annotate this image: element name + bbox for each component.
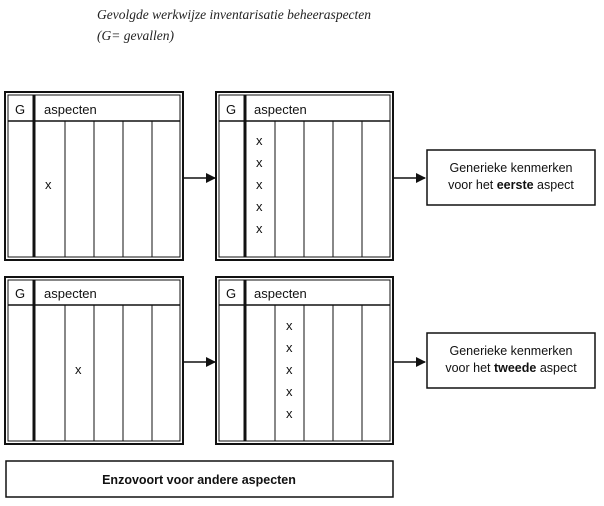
result-box-first-aspect: Generieke kenmerken voor het eerste aspe…	[426, 149, 596, 206]
cases-header: G	[15, 286, 25, 301]
case-mark: x	[256, 199, 263, 214]
matrix-row2-single: G aspecten x	[4, 276, 184, 445]
aspects-header: aspecten	[254, 286, 307, 301]
case-mark: x	[75, 362, 82, 377]
aspects-header: aspecten	[44, 102, 97, 117]
aspects-header: aspecten	[254, 102, 307, 117]
result-line1: Generieke kenmerken	[450, 161, 573, 175]
result-box-second-aspect: Generieke kenmerken voor het tweede aspe…	[426, 332, 596, 389]
case-mark: x	[286, 318, 293, 333]
case-mark: x	[256, 133, 263, 148]
result-line2: voor het eerste aspect	[448, 178, 574, 192]
case-mark: x	[286, 406, 293, 421]
matrix-row1-single: G aspecten x	[4, 91, 184, 261]
case-mark: x	[256, 177, 263, 192]
aspects-header: aspecten	[44, 286, 97, 301]
matrix-row2-multiple: G aspecten x x x x x	[215, 276, 394, 445]
case-mark: x	[256, 221, 263, 236]
caption-title: Gevolgde werkwijze inventarisatie beheer…	[97, 7, 372, 22]
case-mark: x	[286, 384, 293, 399]
cases-header: G	[15, 102, 25, 117]
case-mark: x	[45, 177, 52, 192]
matrix-row1-multiple: G aspecten x x x x x	[215, 91, 394, 261]
footer-label: Enzovoort voor andere aspecten	[102, 473, 296, 487]
case-mark: x	[256, 155, 263, 170]
case-mark: x	[286, 340, 293, 355]
footer-box: Enzovoort voor andere aspecten	[5, 460, 394, 498]
caption: Gevolgde werkwijze inventarisatie beheer…	[97, 4, 371, 46]
cases-header: G	[226, 102, 236, 117]
result-line2: voor het tweede aspect	[445, 361, 577, 375]
case-mark: x	[286, 362, 293, 377]
cases-header: G	[226, 286, 236, 301]
result-line1: Generieke kenmerken	[450, 344, 573, 358]
caption-legend: (G= gevallen)	[97, 28, 174, 43]
